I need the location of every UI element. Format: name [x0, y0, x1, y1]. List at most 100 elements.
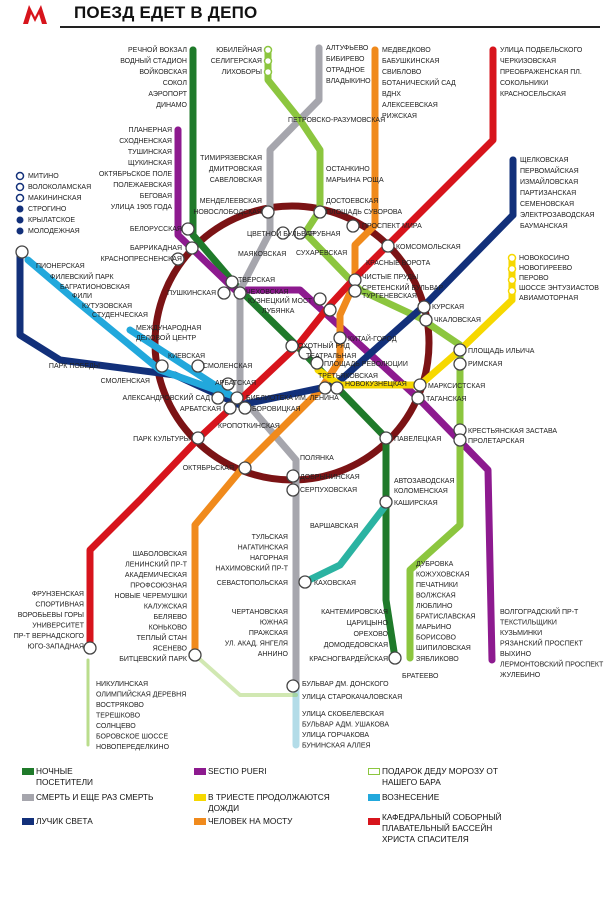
station-label: РИЖСКАЯ [382, 113, 417, 120]
legend-swatch-yellow [194, 794, 206, 801]
station-label: ТУЛЬСКАЯ [252, 534, 288, 541]
station-dots [15, 44, 517, 693]
station-label: БАРРИКАДНАЯ [130, 245, 182, 252]
station-label: ПР-Т ВЕРНАДСКОГО [14, 633, 85, 640]
station-label: ВОЛОКОЛАМСКАЯ [28, 184, 91, 191]
station-label: УЛИЦА ПОДБЕЛЬСКОГО [500, 47, 583, 54]
station-label: СТУДЕНЧЕСКАЯ [92, 312, 148, 319]
station-label: ПЛОЩАДЬ РЕВОЛЮЦИИ [324, 361, 408, 368]
station-label: УЛИЦА СТАРОКАЧАЛОВСКАЯ [302, 694, 402, 701]
station-label: БОРОВИЦКАЯ [252, 406, 301, 413]
station-label: ВЫХИНО [500, 651, 532, 658]
station-label: БЕГОВАЯ [140, 193, 172, 200]
station-label: БИБИРЕВО [326, 56, 365, 63]
station-label: АВТОЗАВОДСКАЯ [394, 478, 455, 485]
station-label: КУРСКАЯ [432, 304, 464, 311]
station-label: ОТРАДНОЕ [326, 67, 365, 74]
station-label: ВДНХ [382, 91, 401, 98]
station-label: ОСТАНКИНО [326, 166, 370, 173]
station-label: ПРОФСОЮЗНАЯ [130, 583, 187, 590]
station-label: ВОРОБЬЕВЫ ГОРЫ [18, 612, 84, 619]
station-label: КОЖУХОВСКАЯ [416, 572, 470, 579]
grey-line [236, 44, 323, 694]
station-label: КАНТЕМИРОВСКАЯ [321, 609, 388, 616]
station-label: ТЕАТРАЛЬНАЯ [306, 353, 356, 360]
station-label: АЛЕКСЕЕВСКАЯ [382, 102, 438, 109]
station-label: УЛИЦА ГОРЧАКОВА [302, 732, 369, 739]
station-label: ДОБРЫНИНСКАЯ [300, 474, 360, 481]
station-label: МЕЖДУНАРОДНАЯ [136, 325, 201, 332]
station-label: УЛИЦА СКОБЕЛЕВСКАЯ [302, 711, 384, 718]
station-label: СМОЛЕНСКАЯ [101, 378, 150, 385]
station-label: ТАГАНСКАЯ [426, 396, 467, 403]
legend-lightgreen: ПОДАРОК ДЕДУ МОРОЗУ ОТ НАШЕГО БАРА [382, 766, 498, 787]
station-label: БОТАНИЧЕСКИЙ САД [382, 78, 456, 87]
station-label: АКАДЕМИЧЕСКАЯ [125, 572, 187, 579]
station-label: ПРОСПЕКТ МИРА [362, 223, 422, 230]
station-label: ШАБОЛОВСКАЯ [133, 551, 187, 558]
station-label: ТЕПЛЫЙ СТАН [137, 633, 187, 642]
station-label: БИБЛИОТЕКА ИМ. ЛЕНИНА [246, 395, 339, 402]
station-label: ВОЛГОГРАДСКИЙ ПР-Т [500, 607, 579, 616]
station-label: АЛЕКСАНДРОВСКИЙ САД [122, 393, 210, 402]
station-label: ДОСТОЕВСКАЯ [326, 198, 378, 205]
station-label: БИТЦЕВСКИЙ ПАРК [119, 654, 188, 663]
station-label: ТЕРЕШКОВО [96, 713, 141, 720]
station-label: ЯСЕНЕВО [153, 646, 188, 653]
station-label: ЦАРИЦЫНО [347, 620, 389, 627]
station-label: ПАРК КУЛЬТУРЫ [133, 436, 190, 443]
station-label: ТУШИНСКАЯ [128, 149, 172, 156]
station-label: КРЕСТЬЯНСКАЯ ЗАСТАВА [468, 428, 557, 435]
station-label: ПРАЖСКАЯ [249, 630, 288, 637]
station-label: КРАСНОСЕЛЬСКАЯ [500, 91, 566, 98]
station-label: ПЛОЩАДЬ СУВОРОВА [326, 209, 402, 216]
legend-purple: SECTIO PUERI [208, 766, 267, 776]
station-label: ПРОЛЕТАРСКАЯ [468, 438, 524, 445]
station-label: ПЕРОВО [519, 275, 549, 282]
station-label: ТРЕТЬЯКОВСКАЯ [318, 373, 378, 380]
legend-blue: ЛУЧИК СВЕТА [36, 816, 93, 826]
station-label: КОЛОМЕНСКАЯ [394, 488, 448, 495]
station-label: МАРЬИНО [416, 624, 452, 631]
purple-line [174, 126, 496, 664]
legend-swatch-orange [194, 818, 206, 825]
station-label: СУХАРЕВСКАЯ [296, 250, 347, 257]
station-label: ЦВЕТНОЙ БУЛЬВАР [247, 229, 315, 238]
station-label: УЛИЦА 1905 ГОДА [111, 204, 173, 211]
station-label: ТЕКСТИЛЬЩИКИ [500, 620, 557, 627]
lightgreen-line [264, 46, 464, 662]
station-label: КРОПОТКИНСКАЯ [218, 423, 280, 430]
station-label: ЛЮБЛИНО [416, 603, 453, 610]
station-label: СОКОЛЬНИКИ [500, 80, 548, 87]
station-label: ТРУБНАЯ [308, 231, 341, 238]
station-label: МОЛОДЕЖНАЯ [28, 228, 80, 235]
station-label: ПЕЧАТНИКИ [416, 582, 458, 589]
station-label: НАГОРНАЯ [250, 555, 288, 562]
station-label: ОКТЯБРЬСКАЯ [183, 465, 234, 472]
station-label: ВОЙКОВСКАЯ [139, 67, 187, 76]
station-label: НОВОКУЗНЕЦКАЯ [345, 381, 407, 388]
station-label: ПЕТРОВСКО-РАЗУМОВСКАЯ [288, 117, 385, 124]
station-label: ВОДНЫЙ СТАДИОН [120, 56, 187, 65]
page-title: ПОЕЗД ЕДЕТ В ДЕПО [74, 3, 258, 22]
station-label: СМОЛЕНСКАЯ [203, 363, 252, 370]
station-label: ЛИХОБОРЫ [222, 69, 262, 76]
station-label: ФИЛЕВСКИЙ ПАРК [50, 272, 115, 281]
station-label: ТИМИРЯЗЕВСКАЯ [200, 155, 262, 162]
station-label: СРЕТЕНСКИЙ БУЛЬВАР [362, 283, 443, 292]
station-label: МАКИНИНСКАЯ [28, 195, 82, 202]
station-label: СОЛНЦЕВО [96, 723, 136, 730]
station-label: ЧЕРКИЗОВСКАЯ [500, 58, 556, 65]
station-label: ВАРШАВСКАЯ [310, 523, 358, 530]
station-label: КРАСНОГВАРДЕЙСКАЯ [309, 654, 388, 663]
station-label: МАЯКОВСКАЯ [238, 251, 286, 258]
station-label: ЛЕНИНСКИЙ ПР-Т [125, 560, 188, 569]
station-label: СОКОЛ [163, 80, 188, 87]
station-label: МЕДВЕДКОВО [382, 47, 431, 54]
station-label: БАГРАТИОНОВСКАЯ [60, 284, 130, 291]
legend-swatch-purple [194, 768, 206, 775]
station-label: ОКТЯБРЬСКОЕ ПОЛЕ [99, 171, 173, 178]
station-label: БРАТИСЛАВСКАЯ [416, 614, 476, 621]
legend-green: НОЧНЫЕ ПОСЕТИТЕЛИ [36, 766, 93, 787]
